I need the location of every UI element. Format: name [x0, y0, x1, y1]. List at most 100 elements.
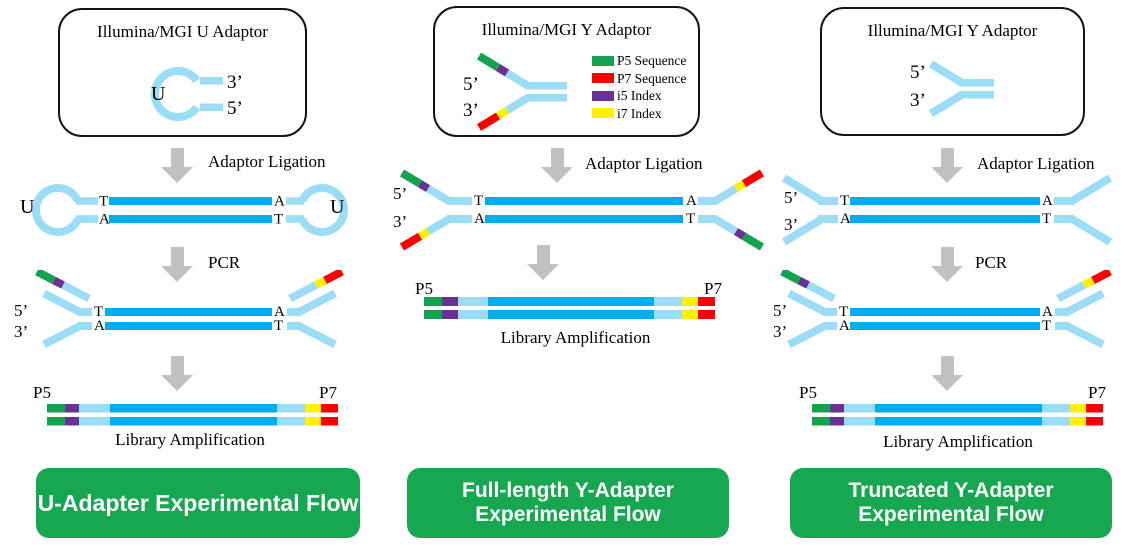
- connector: [447, 197, 472, 205]
- a-overhang-label: A: [99, 212, 110, 228]
- t-overhang-label: T: [1042, 211, 1051, 227]
- adaptor-prong: [200, 77, 223, 85]
- y-adaptor-diagram: 5’ 3’: [463, 52, 567, 131]
- three-prime-label: 3’: [14, 322, 28, 341]
- i7-color-chip: [592, 108, 614, 119]
- p7-label: P7: [1088, 383, 1106, 402]
- step-label-library-amplification: Library Amplification: [115, 430, 265, 449]
- step-label-library-amplification: Library Amplification: [883, 432, 1033, 451]
- u-loop: [150, 67, 201, 121]
- banner-line: Full-length Y-Adapter: [462, 478, 674, 502]
- i7-index-segment: [314, 276, 327, 289]
- primer-arm: [806, 281, 836, 303]
- bottom-arm: [787, 322, 827, 349]
- down-arrow-icon: [161, 356, 193, 391]
- legend-item: i5 Index: [592, 89, 686, 103]
- primer-arm: [61, 281, 91, 303]
- p7-label: P7: [319, 383, 337, 402]
- bottom-arm: [1069, 215, 1113, 246]
- u-label: U: [20, 196, 35, 218]
- legend-label: i5 Index: [617, 88, 662, 103]
- a-overhang-label: A: [1042, 193, 1053, 209]
- t-overhang-label: T: [686, 211, 695, 227]
- three-prime-label: 3’: [773, 322, 787, 341]
- p7-color-chip: [592, 73, 614, 84]
- i5-index-segment: [733, 228, 747, 240]
- i5-index-segment: [797, 276, 810, 289]
- a-overhang-label: A: [274, 304, 285, 320]
- top-arm: [42, 289, 82, 316]
- a-overhang-label: A: [474, 211, 485, 227]
- banner-line: Experimental Flow: [858, 503, 1044, 526]
- p5-label: P5: [33, 383, 51, 402]
- a-overhang-label: A: [686, 193, 697, 209]
- top-arm: [297, 289, 337, 316]
- a-overhang-label: A: [1042, 304, 1053, 320]
- a-overhang-label: A: [839, 318, 850, 334]
- three-prime-label: 3’: [227, 72, 243, 93]
- library-top-strand: [47, 404, 338, 413]
- insert-bottom-strand: [850, 215, 1040, 223]
- stem-bottom-strand: [525, 94, 567, 102]
- p7-sequence-segment: [399, 232, 423, 251]
- i5-index-segment: [52, 276, 65, 289]
- five-prime-label: 5’: [14, 301, 28, 320]
- down-arrow-icon: [161, 148, 193, 183]
- banner-line: U-Adapter Experimental Flow: [37, 489, 359, 516]
- five-prime-label: 5’: [393, 184, 407, 203]
- banner-full-length-y-adapter-flow: Full-length Y-Adapter Experimental Flow: [407, 468, 729, 538]
- connector: [698, 215, 717, 223]
- step-label-adaptor-ligation: Adaptor Ligation: [977, 154, 1095, 173]
- three-prime-label: 3’: [393, 212, 407, 231]
- u-adaptor-diagram: U 3’ 5’: [150, 67, 243, 121]
- connector: [698, 197, 717, 205]
- connector: [818, 215, 838, 223]
- i7-index-segment: [733, 180, 747, 192]
- p5-sequence-segment: [399, 169, 423, 188]
- truncated-y-ligated-product-diagram: 5’ 3’ T A A T: [781, 174, 1113, 246]
- a-overhang-label: A: [840, 211, 851, 227]
- i5-color-chip: [592, 90, 614, 101]
- five-prime-label: 5’: [773, 301, 787, 320]
- library-product-diagram: P5 P7: [415, 280, 722, 319]
- p7-sequence-segment: [323, 270, 344, 284]
- down-arrow-icon: [527, 245, 559, 280]
- legend-label: i7 Index: [617, 105, 662, 121]
- banner-u-adapter-flow: U-Adapter Experimental Flow: [36, 468, 360, 538]
- truncated-y-adaptor-box: Illumina/MGI Y Adaptor 5’ 3’: [820, 7, 1085, 136]
- banner-line: Experimental Flow: [475, 503, 661, 526]
- connector: [823, 322, 837, 330]
- five-prime-label: 5’: [463, 74, 479, 95]
- legend: P5 Sequence P7 Sequence i5 Index i7 Inde…: [592, 54, 686, 124]
- adaptor-prong: [200, 103, 223, 111]
- t-overhang-label: T: [840, 193, 849, 209]
- full-y-adaptor-box: Illumina/MGI Y Adaptor 5’ 3’ P5 Sequence…: [433, 6, 700, 137]
- connector: [287, 322, 301, 330]
- three-prime-label: 3’: [784, 215, 798, 234]
- p5-sequence-segment: [780, 270, 801, 284]
- library-top-strand: [424, 297, 715, 306]
- bottom-arm: [504, 94, 531, 114]
- down-arrow-icon: [161, 247, 193, 282]
- connector: [1055, 322, 1069, 330]
- connector: [76, 197, 98, 205]
- p5-color-chip: [592, 55, 614, 66]
- t-overhang-label: T: [839, 304, 848, 320]
- box-title: Illumina/MGI Y Adaptor: [481, 20, 652, 39]
- insert-top-strand: [850, 197, 1040, 205]
- t-overhang-label: T: [99, 194, 108, 210]
- u-ligated-product-diagram: U T A A T U: [20, 184, 348, 236]
- connector: [1054, 197, 1074, 205]
- step-label-adaptor-ligation: Adaptor Ligation: [208, 152, 326, 171]
- top-arm: [1069, 174, 1113, 205]
- connector: [1054, 215, 1074, 223]
- insert-bottom-strand: [109, 215, 272, 223]
- y-adaptor-diagram: 5’ 3’: [910, 60, 994, 117]
- insert-bottom-strand: [850, 322, 1040, 330]
- bottom-arm: [42, 322, 82, 349]
- primer-arm: [1056, 281, 1086, 303]
- bottom-arm: [425, 215, 452, 235]
- connector: [286, 215, 304, 223]
- u-label: U: [330, 196, 345, 218]
- three-prime-label: 3’: [463, 100, 479, 121]
